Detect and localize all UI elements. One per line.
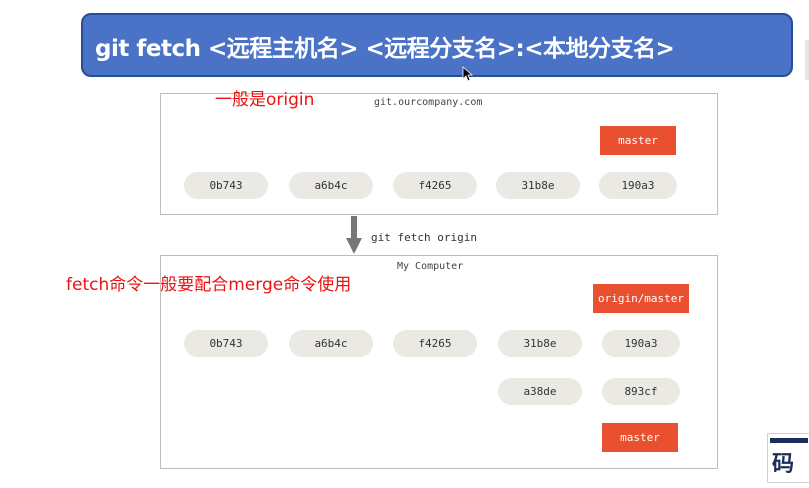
local-commit-a38de: a38de — [498, 378, 582, 405]
local-label: My Computer — [397, 261, 464, 272]
local-commit-0b743: 0b743 — [184, 330, 268, 357]
mouse-cursor-icon — [462, 66, 474, 82]
remote-commit-f4265: f4265 — [393, 172, 477, 199]
corner-logo: 码 — [767, 433, 809, 483]
title-text: git fetch <远程主机名> <远程分支名>:<本地分支名> — [95, 36, 675, 62]
logo-text: 码 — [772, 452, 795, 477]
title-banner: git fetch <远程主机名> <远程分支名>:<本地分支名> — [81, 13, 793, 77]
origin-note: 一般是origin — [215, 90, 315, 110]
remote-commit-190a3: 190a3 — [599, 172, 677, 199]
local-commit-190a3: 190a3 — [602, 330, 680, 357]
remote-master-branch: master — [600, 126, 676, 155]
remote-label: git.ourcompany.com — [374, 97, 483, 108]
fetch-arrow-head — [346, 238, 362, 254]
merge-note: fetch命令一般要配合merge命令使用 — [66, 275, 352, 295]
remote-commit-0b743: 0b743 — [184, 172, 268, 199]
remote-commit-a6b4c: a6b4c — [289, 172, 373, 199]
local-commit-31b8e: 31b8e — [498, 330, 582, 357]
logo-stripe — [770, 438, 808, 443]
origin-master-branch: origin/master — [593, 284, 689, 313]
local-commit-a6b4c: a6b4c — [289, 330, 373, 357]
local-commit-f4265: f4265 — [393, 330, 477, 357]
scrollbar-edge — [805, 40, 809, 80]
fetch-command-label: git fetch origin — [371, 231, 477, 244]
local-master-branch: master — [602, 423, 678, 452]
remote-commit-31b8e: 31b8e — [496, 172, 580, 199]
local-commit-893cf: 893cf — [602, 378, 680, 405]
